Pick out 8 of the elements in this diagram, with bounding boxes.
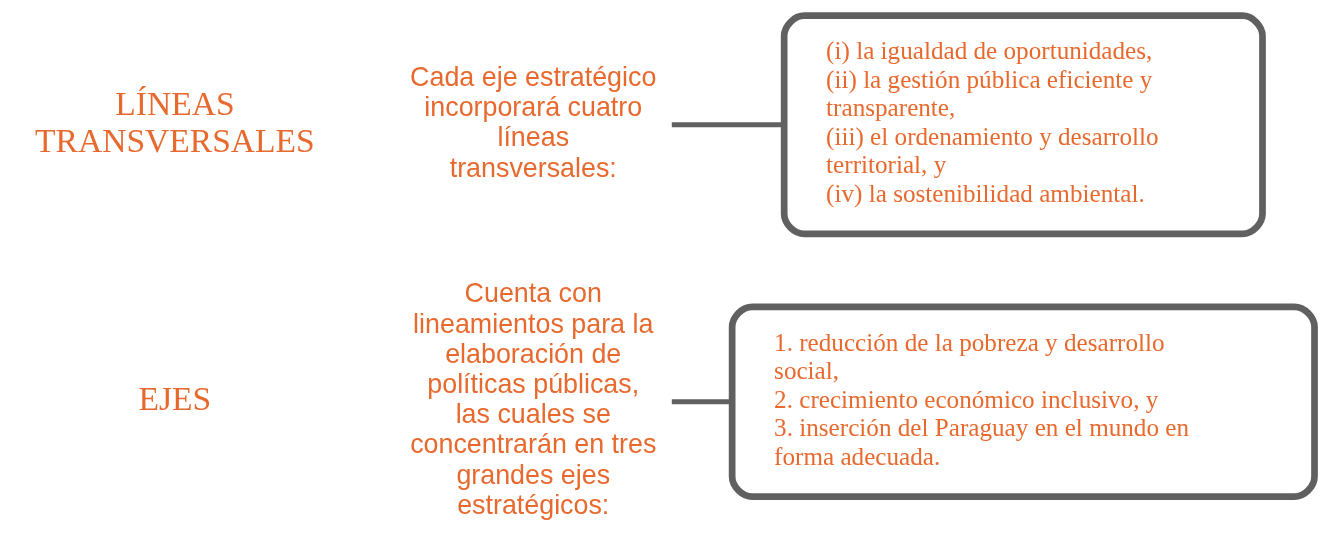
node-box: (i) la igualdad de oportunidades, (ii) la gestión pública eficiente y transparente, (iii) el ordenamiento y desarrollo territorial, y (iv) la sostenibilidad ambiental. (780, 11, 1266, 237)
connector (671, 398, 732, 404)
label: EJES (138, 379, 212, 417)
node-text: Cada eje estratégico incorporará cuatro líneas transversales: (410, 61, 657, 182)
connector (671, 121, 784, 127)
node-text: Cuenta con lineamientos para la elaboración de políticas públicas, las cuales se concentrarán en tres grandes ejes estratégicos: (410, 277, 657, 520)
label: LÍNEAS TRANSVERSALES (35, 84, 315, 159)
node-box: 1. reducción de la pobreza y desarrollo social, 2. crecimiento económico inclusivo, y 3. inserción del Paraguay en el mundo en forma adecuada. (728, 303, 1318, 500)
